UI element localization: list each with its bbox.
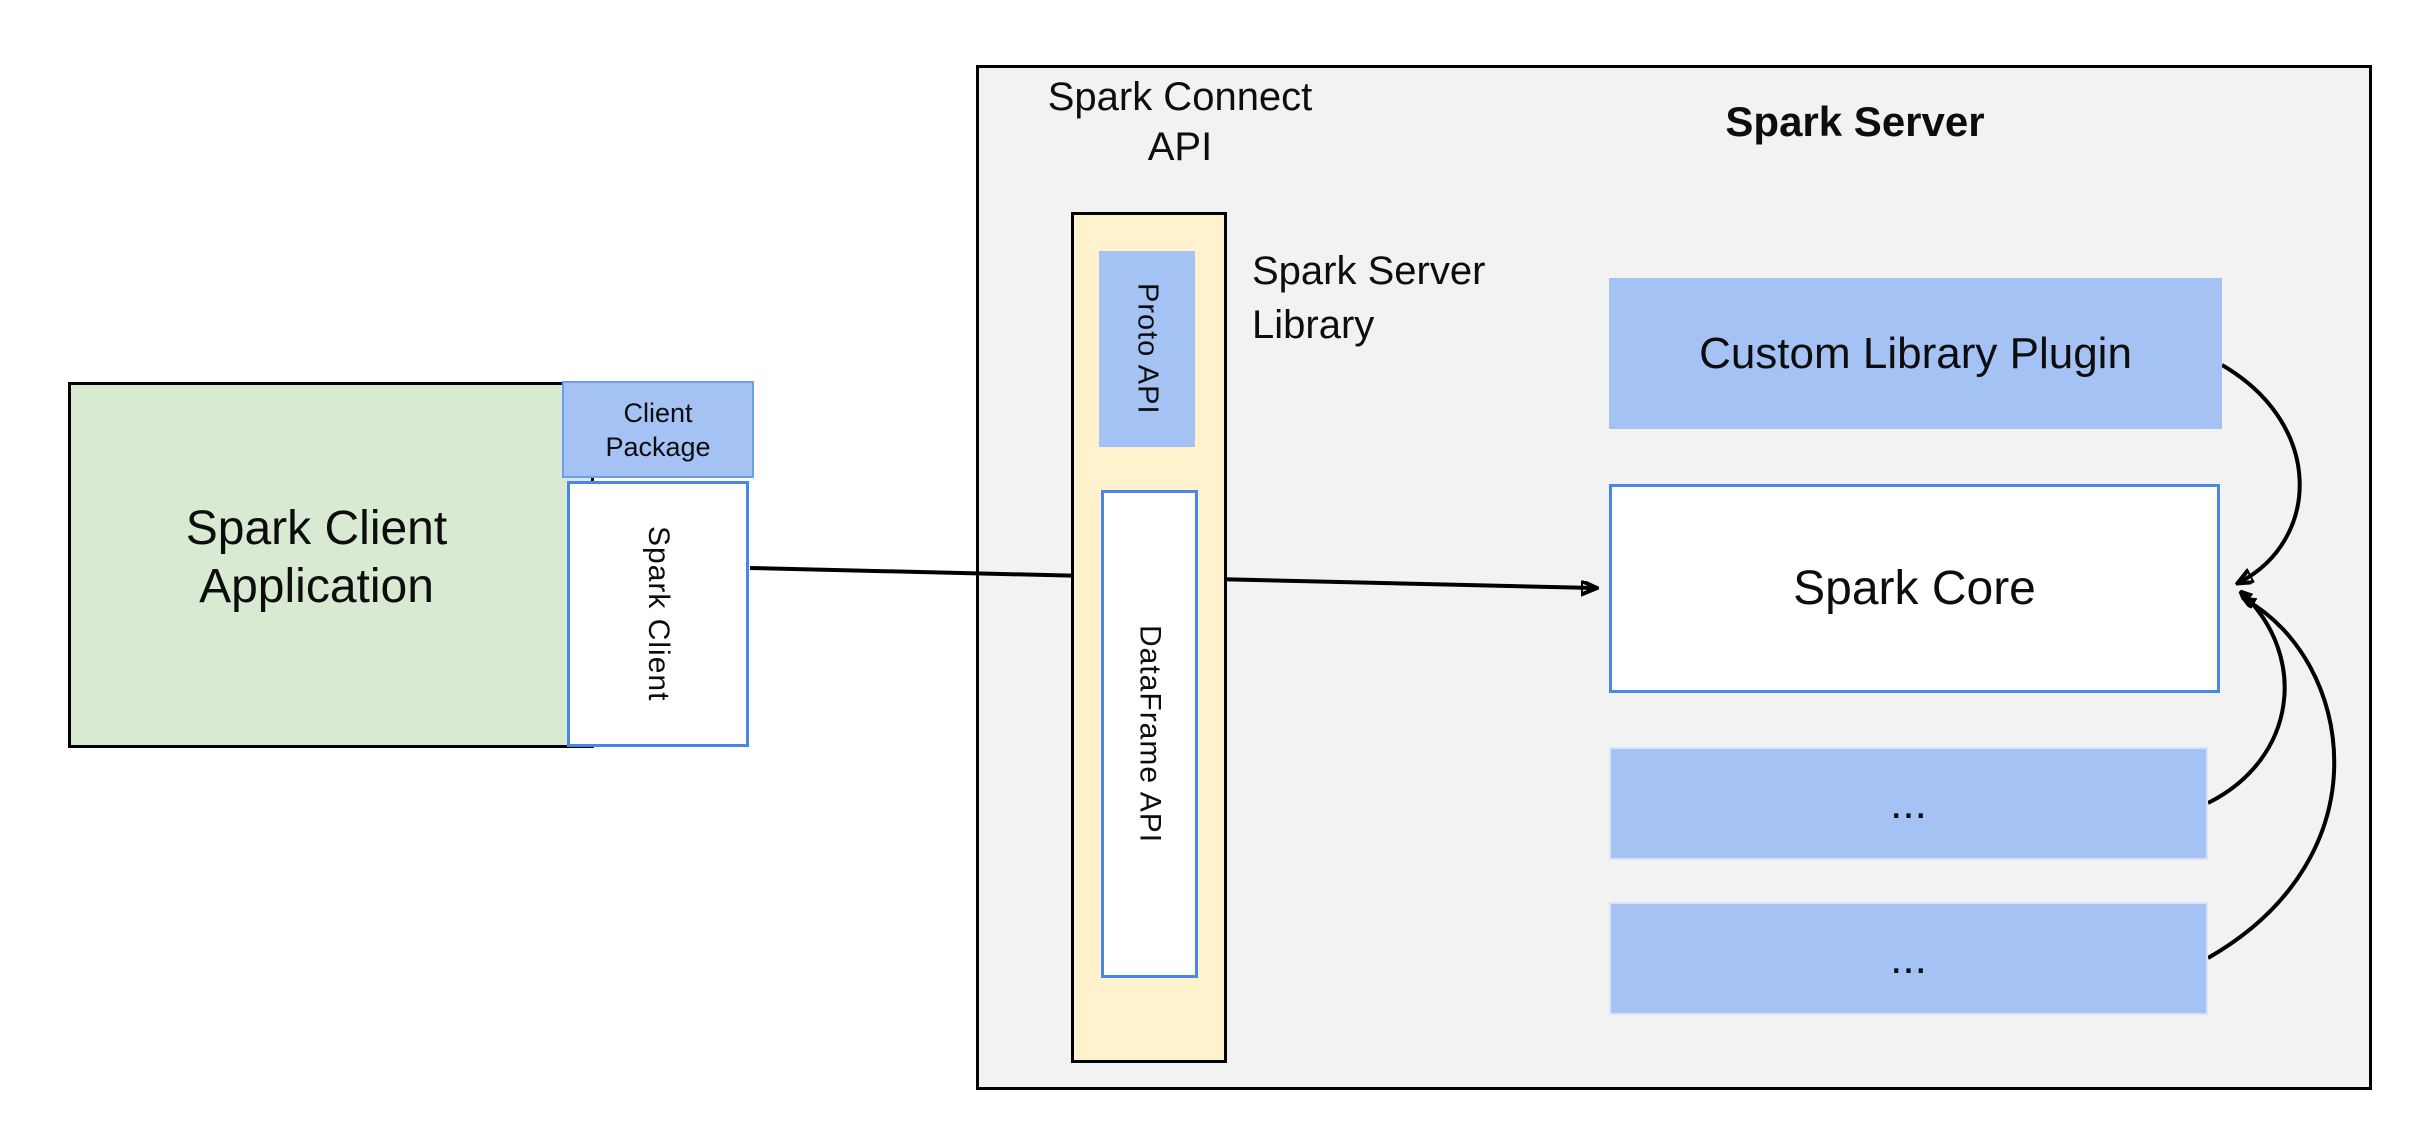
module2-to-core-connector [2207, 600, 2337, 960]
spark-client-application-label: Spark Client Application [68, 500, 565, 616]
spark-connect-api-title: Spark Connect API [980, 72, 1380, 172]
spark-client-label: Spark Client [642, 526, 675, 702]
spark-core-box: Spark Core [1609, 484, 2220, 693]
spark-server-library-label-line2: Library [1252, 303, 1375, 347]
spark-client-application-box [68, 382, 594, 748]
client-package-box: Client Package [562, 381, 754, 478]
spark-client-application-label-line2: Application [199, 560, 434, 613]
server-module-box-1: ... [1609, 747, 2208, 860]
dataframe-api-box: DataFrame API [1101, 490, 1198, 978]
proto-api-box: Proto API [1099, 251, 1195, 447]
spark-client-application-label-line1: Spark Client [185, 502, 448, 555]
spark-connect-api-title-line1: Spark Connect [1047, 75, 1313, 119]
custom-library-plugin-box: Custom Library Plugin [1609, 278, 2222, 429]
plugin-to-core-connector [2220, 363, 2302, 582]
custom-library-plugin-label: Custom Library Plugin [1699, 328, 2132, 378]
spark-server-title: Spark Server [1725, 98, 1985, 145]
client-package-label-line1: Client [623, 397, 693, 428]
module1-to-core-connector [2207, 593, 2287, 805]
spark-connect-api-title-line2: API [1147, 125, 1213, 169]
server-module-box-2: ... [1609, 902, 2208, 1015]
dataframe-api-label: DataFrame API [1133, 624, 1167, 844]
server-module-2-label: ... [1890, 933, 1927, 983]
spark-server-library-label: Spark Server Library [1252, 244, 1612, 352]
server-module-1-label: ... [1890, 778, 1927, 828]
spark-core-label: Spark Core [1793, 562, 2036, 615]
client-package-label-line2: Package [605, 431, 711, 462]
spark-server-library-label-line1: Spark Server [1252, 249, 1486, 293]
spark-client-box: Spark Client [567, 481, 749, 747]
proto-api-label: Proto API [1131, 283, 1164, 415]
